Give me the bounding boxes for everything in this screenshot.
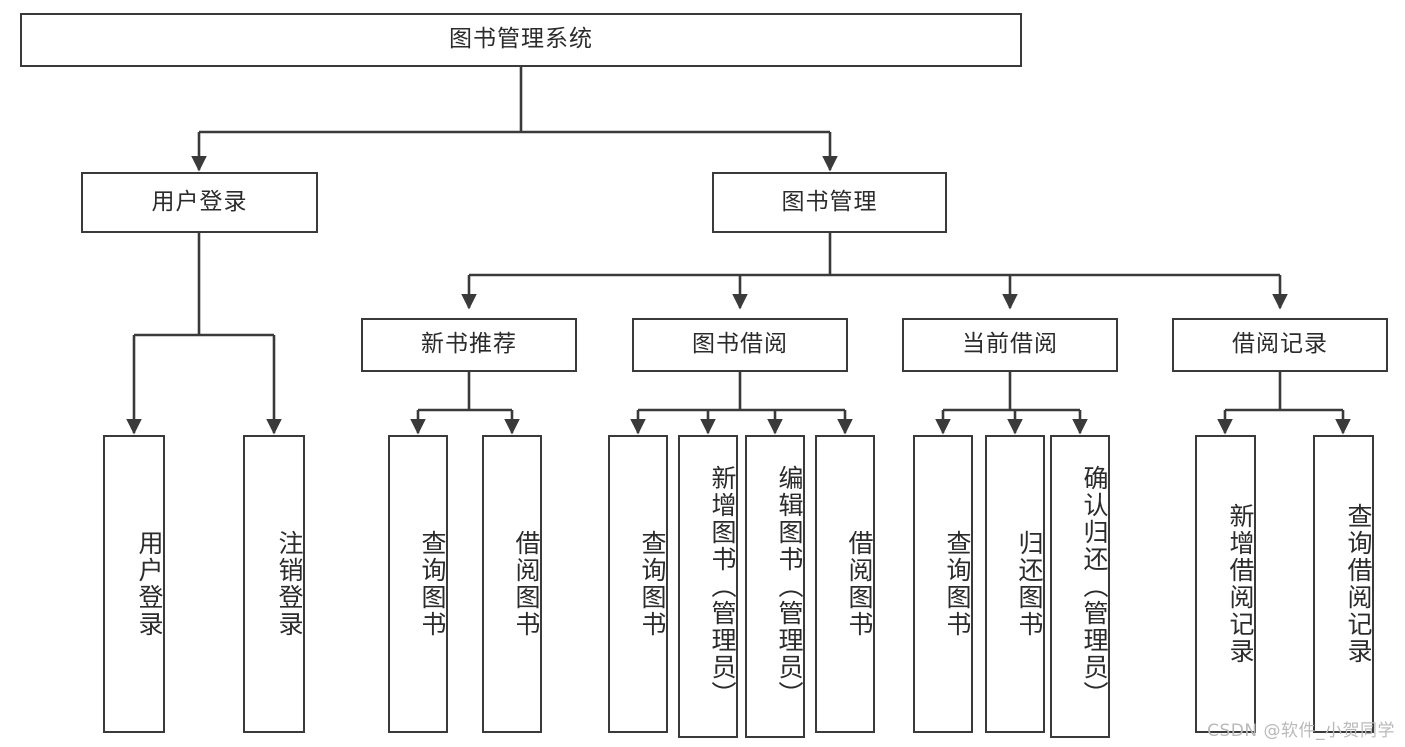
node-leaf-logout[interactable]: 注销登录 — [243, 435, 305, 733]
node-label: 新增借阅记录 — [1226, 503, 1255, 665]
node-label: 图书管理 — [781, 188, 878, 215]
node-label: 编辑图书（管理员） — [775, 465, 804, 708]
node-root-book-management-system[interactable]: 图书管理系统 — [20, 13, 1022, 67]
node-label: 借阅图书 — [845, 530, 874, 638]
node-leaf-query-books-borrow[interactable]: 查询图书 — [608, 435, 668, 733]
node-book-management[interactable]: 图书管理 — [712, 172, 947, 233]
node-label: 查询图书 — [418, 530, 447, 638]
node-label: 新增图书（管理员） — [708, 465, 737, 708]
node-label: 查询图书 — [638, 530, 667, 638]
node-leaf-return-books[interactable]: 归还图书 — [985, 435, 1045, 733]
node-label: 归还图书 — [1015, 530, 1044, 638]
node-book-borrowing[interactable]: 图书借阅 — [632, 318, 848, 372]
node-leaf-add-borrow-record[interactable]: 新增借阅记录 — [1195, 435, 1256, 733]
node-current-borrowing[interactable]: 当前借阅 — [902, 318, 1118, 372]
node-label: 借阅图书 — [512, 530, 541, 638]
node-label: 当前借阅 — [962, 331, 1058, 358]
node-leaf-query-books-rec[interactable]: 查询图书 — [388, 435, 448, 733]
node-label: 新书推荐 — [421, 331, 517, 358]
node-label: 图书借阅 — [692, 331, 788, 358]
node-label: 确认归还（管理员） — [1080, 465, 1109, 708]
node-label: 借阅记录 — [1232, 331, 1328, 358]
node-leaf-edit-book-admin[interactable]: 编辑图书（管理员） — [745, 435, 805, 738]
node-label: 注销登录 — [275, 530, 304, 638]
node-label: 查询借阅记录 — [1344, 503, 1373, 665]
node-label: 图书管理系统 — [449, 26, 593, 53]
node-borrowing-record[interactable]: 借阅记录 — [1172, 318, 1388, 372]
node-leaf-query-books-current[interactable]: 查询图书 — [913, 435, 973, 733]
node-leaf-confirm-return-admin[interactable]: 确认归还（管理员） — [1050, 435, 1110, 738]
node-leaf-query-borrow-record[interactable]: 查询借阅记录 — [1313, 435, 1374, 733]
node-label: 用户登录 — [151, 188, 248, 215]
node-label: 查询图书 — [943, 530, 972, 638]
node-leaf-borrow-books-borrow[interactable]: 借阅图书 — [815, 435, 875, 733]
node-leaf-borrow-books-rec[interactable]: 借阅图书 — [482, 435, 542, 733]
node-user-login[interactable]: 用户登录 — [81, 172, 318, 233]
node-label: 用户登录 — [135, 530, 164, 638]
node-leaf-add-book-admin[interactable]: 新增图书（管理员） — [678, 435, 738, 738]
node-leaf-user-login[interactable]: 用户登录 — [103, 435, 165, 733]
node-new-book-recommendation[interactable]: 新书推荐 — [361, 318, 577, 372]
